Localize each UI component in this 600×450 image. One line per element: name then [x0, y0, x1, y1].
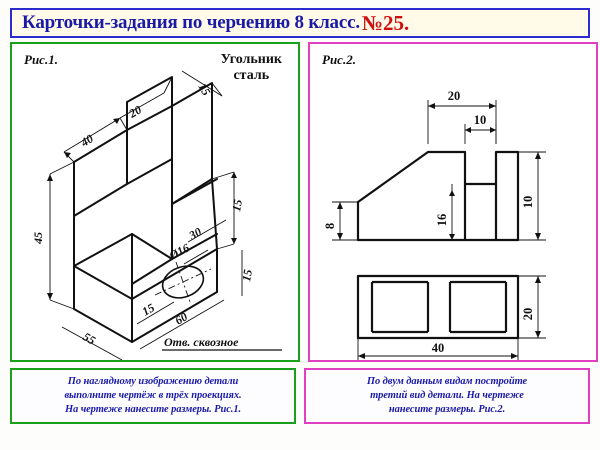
dim-right-20: 20 — [521, 308, 535, 321]
dim-right-10: 10 — [521, 196, 535, 209]
dim-60: 60 — [173, 309, 190, 327]
page-title: Карточки-задания по черчению 8 класс. — [22, 12, 360, 33]
note-figure-2-text: По двум данным видам постройте третий ви… — [366, 375, 528, 416]
dim-inner-16: 16 — [435, 214, 449, 227]
card-number: №25. — [361, 10, 410, 35]
drawings-row: Рис.1. Угольник сталь — [10, 42, 598, 362]
dim-40: 40 — [77, 131, 95, 150]
part-name-line1: Угольник — [220, 52, 282, 67]
dim-top-10: 10 — [474, 113, 487, 127]
note-figure-1: По наглядному изображению детали выполни… — [10, 368, 296, 424]
dim-left-8: 8 — [323, 223, 337, 229]
part-name-line2: сталь — [233, 68, 270, 84]
title-bar: Карточки-задания по черчению 8 класс.№25… — [10, 8, 590, 38]
dim-top-20: 20 — [448, 89, 461, 103]
dim-15-right: 15 — [229, 198, 245, 212]
panel-figure-1: Рис.1. Угольник сталь — [10, 42, 300, 362]
note-figure-1-text: По наглядному изображению детали выполни… — [64, 375, 242, 416]
dim-15-mid: 15 — [239, 268, 255, 282]
notes-row: По наглядному изображению детали выполни… — [10, 368, 590, 424]
dim-20: 20 — [126, 102, 144, 121]
figure-1-label: Рис.1. — [24, 52, 58, 67]
dim-45: 45 — [31, 232, 45, 245]
dim-30: 30 — [186, 224, 204, 243]
panel-figure-2: Рис.2. — [308, 42, 598, 362]
part-name: Угольник сталь — [221, 52, 282, 84]
figure-2-label: Рис.2. — [322, 52, 356, 67]
orthographic-drawing: 20 10 8 16 10 20 40 — [323, 89, 546, 360]
isometric-drawing: 40 20 15 30 Ø16 45 15 60 55 15 15 Отв. с… — [31, 70, 282, 360]
dim-bottom-40: 40 — [432, 341, 445, 355]
dim-15-low: 15 — [140, 300, 157, 318]
note-figure-2: По двум данным видам постройте третий ви… — [304, 368, 590, 424]
hole-note: Отв. сквозное — [164, 335, 239, 349]
